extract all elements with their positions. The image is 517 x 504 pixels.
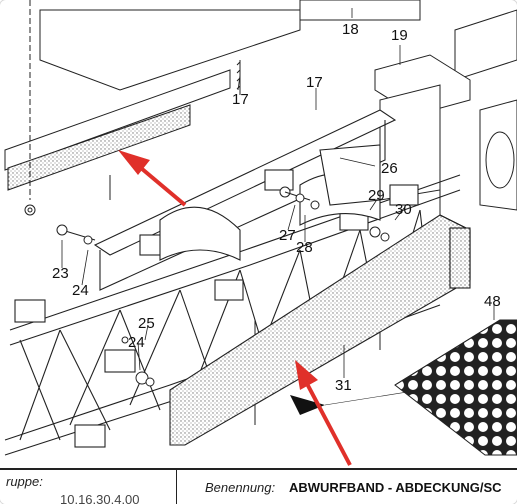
- title-block-divider: [176, 470, 177, 504]
- fasteners: [56, 60, 441, 425]
- benennung-label: Benennung:: [205, 480, 276, 495]
- arrow-lower: [295, 360, 352, 466]
- part-label: 23: [52, 265, 69, 282]
- part-label: 48: [484, 293, 501, 310]
- part-label: 27: [279, 227, 296, 244]
- part-label: 19: [391, 27, 408, 44]
- part-label: 29: [368, 187, 385, 204]
- grid-plate-48: [394, 319, 517, 456]
- part-label: 30: [395, 201, 412, 218]
- conveyor-frame: [4, 109, 461, 456]
- part-label: 17: [232, 91, 249, 108]
- part-label: 24: [128, 334, 145, 351]
- mesh-cover-31: [169, 214, 471, 446]
- part-number-labels: 17 17 18 19 26 29 30 27 28 23 24 25 24 3…: [52, 21, 501, 394]
- arrow-upper: [118, 150, 187, 207]
- part-label: 31: [335, 377, 352, 394]
- part-label: 26: [381, 160, 398, 177]
- part-label: 24: [72, 282, 89, 299]
- hopper-plates: [299, 0, 517, 211]
- part-label: 25: [138, 315, 155, 332]
- part-label: 18: [342, 21, 359, 38]
- upper-cover-plate: [4, 0, 301, 216]
- highlight-arrows: [118, 150, 352, 466]
- benennung-value: ABWURFBAND - ABDECKUNG/SC: [289, 480, 502, 495]
- title-block: ruppe: 10.16.30.4.00 Benennung: ABWURFBA…: [0, 468, 517, 504]
- part-label: 28: [296, 239, 313, 256]
- part-label: 17: [306, 74, 323, 91]
- gruppe-label: ruppe:: [6, 474, 43, 489]
- leader-lines: [61, 8, 495, 378]
- gruppe-value: 10.16.30.4.00: [60, 492, 140, 504]
